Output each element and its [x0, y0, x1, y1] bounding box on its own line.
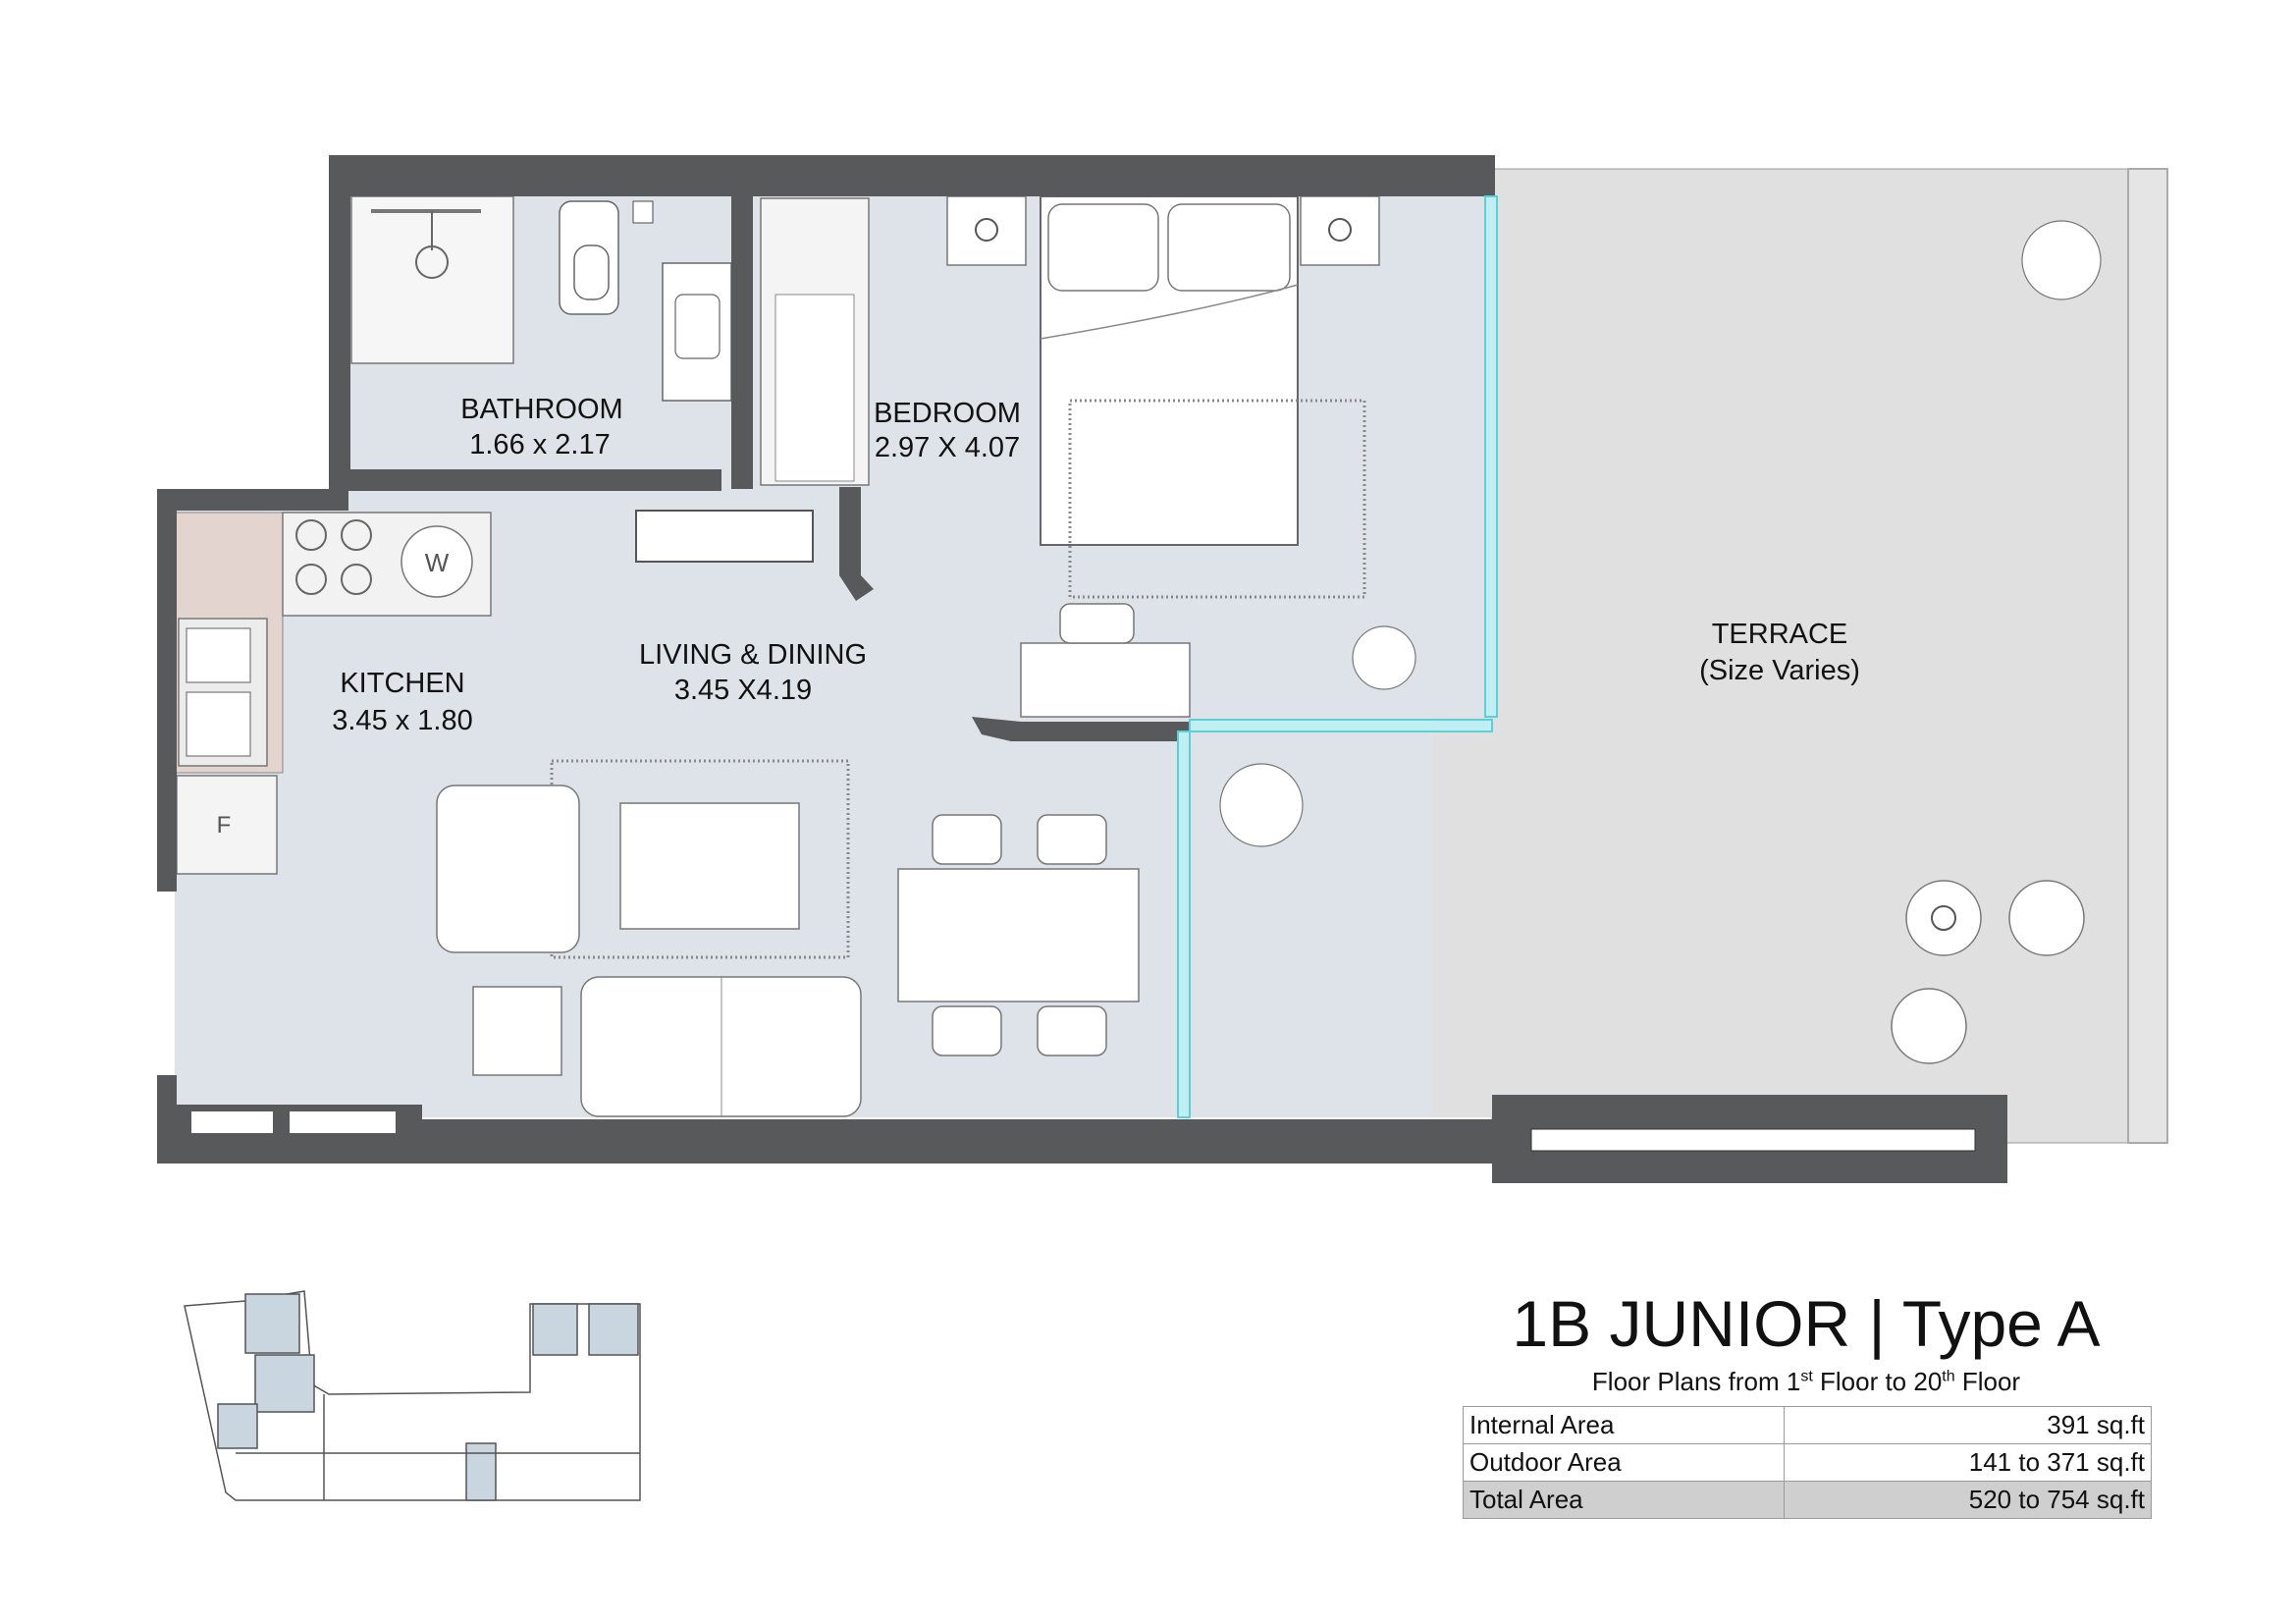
total-area-value: 520 to 754 sq.ft — [1783, 1481, 2153, 1519]
living-dining-size: 3.45 X4.19 — [674, 675, 812, 706]
subtitle-sup-last: th — [1942, 1368, 1955, 1385]
floor-range-subtitle: Floor Plans from 1st Floor to 20th Floor — [1502, 1367, 2110, 1397]
subtitle-middle: Floor to 20 — [1812, 1367, 1943, 1396]
living-furniture — [436, 510, 1140, 1117]
subtitle-suffix: Floor — [1954, 1367, 2021, 1396]
windows — [191, 195, 1976, 1152]
outdoor-area-label: Outdoor Area — [1463, 1443, 1785, 1482]
key-plan — [184, 1290, 641, 1501]
outdoor-area-value: 141 to 371 sq.ft — [1783, 1443, 2153, 1482]
kitchen-counter: F W — [174, 512, 492, 875]
terrace-name: TERRACE — [1712, 619, 1848, 650]
room-labels: BATHROOM 1.66 x 2.17 BEDROOM 2.97 X 4.07… — [332, 394, 1860, 736]
subtitle-prefix: Floor Plans from 1 — [1591, 1367, 1801, 1396]
internal-area-label: Internal Area — [1463, 1406, 1785, 1444]
internal-area-value: 391 sq.ft — [1783, 1406, 2153, 1444]
living-dining-name: LIVING & DINING — [639, 639, 867, 671]
fridge-label: F — [217, 812, 232, 839]
terrace-size: (Size Varies) — [1699, 655, 1860, 686]
kitchen-name: KITCHEN — [340, 668, 464, 699]
bedroom-name: BEDROOM — [874, 398, 1021, 429]
bedroom-furniture — [760, 195, 1380, 718]
bedroom-size: 2.97 X 4.07 — [875, 432, 1020, 463]
bathroom-fixtures — [350, 195, 732, 402]
total-area-label: Total Area — [1463, 1481, 1785, 1519]
terrace-furniture — [1219, 220, 2102, 1064]
unit-title: 1B JUNIOR | Type A — [1512, 1287, 2101, 1360]
kitchen-size: 3.45 x 1.80 — [332, 705, 473, 736]
bathroom-name: BATHROOM — [460, 394, 622, 425]
washer-label: W — [425, 548, 450, 577]
bathroom-size: 1.66 x 2.17 — [469, 429, 611, 460]
subtitle-sup-first: st — [1800, 1368, 1813, 1385]
